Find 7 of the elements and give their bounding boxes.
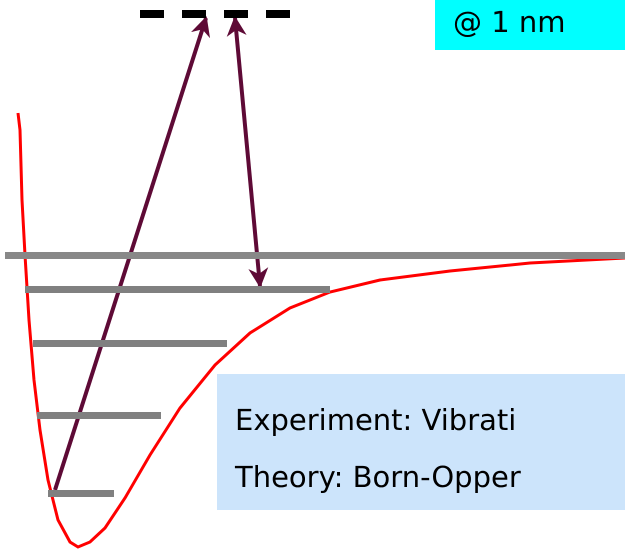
info-box [217,374,625,510]
arrow [53,16,210,491]
label-text: @ 1 nm [453,5,566,39]
label-text: Experiment: Vibrati [235,403,516,437]
label-box [435,0,625,50]
double-arrow [226,16,268,288]
label-text: Theory: Born-Opper [235,460,521,494]
